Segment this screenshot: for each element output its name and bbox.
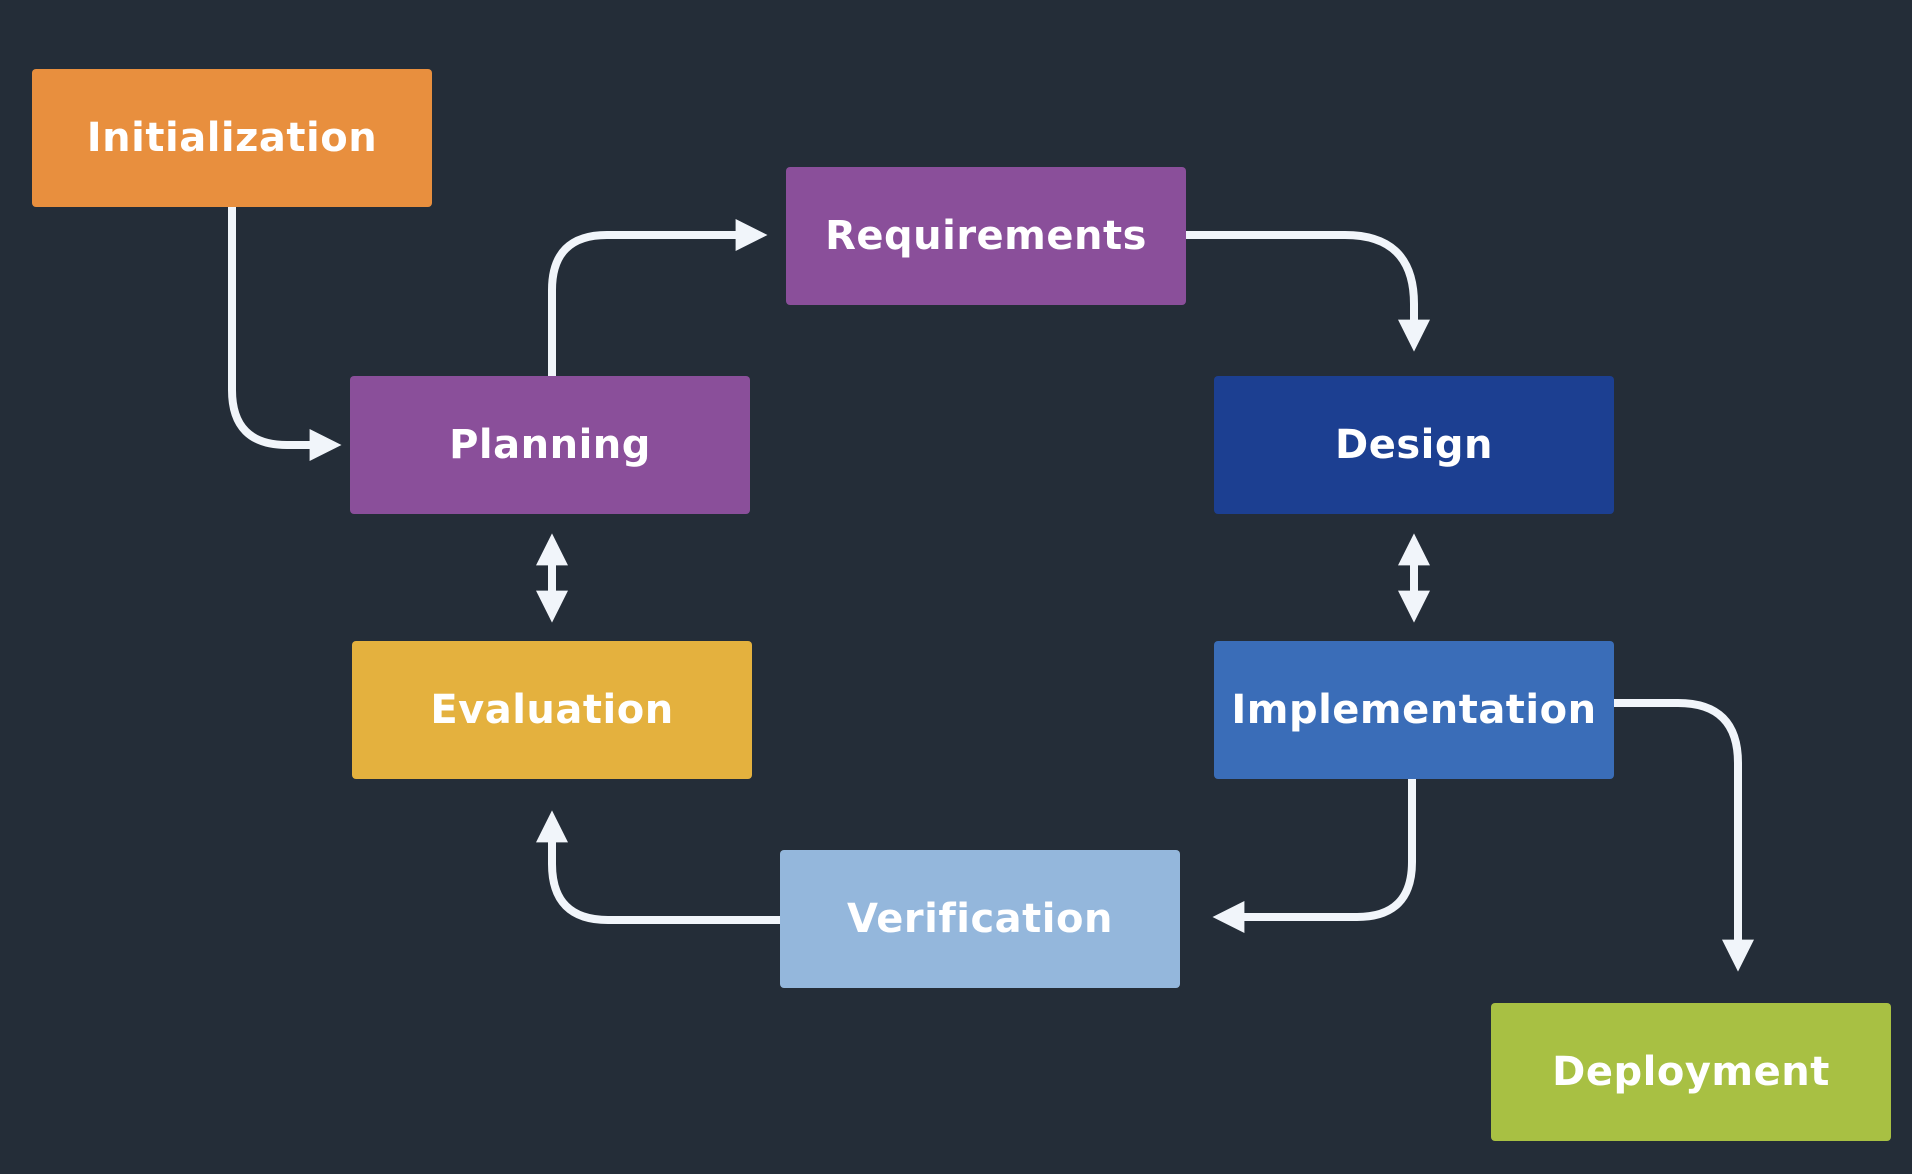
- edge-requirements-design: [1186, 231, 1430, 352]
- node-requirements[interactable]: Requirements: [786, 167, 1186, 305]
- node-evaluation[interactable]: Evaluation: [352, 641, 752, 779]
- node-planning[interactable]: Planning: [350, 376, 750, 514]
- edge-implementation-deployment: [1614, 699, 1754, 972]
- node-verification[interactable]: Verification: [780, 850, 1180, 988]
- node-design[interactable]: Design: [1214, 376, 1614, 514]
- node-implementation[interactable]: Implementation: [1214, 641, 1614, 779]
- node-deployment[interactable]: Deployment: [1491, 1003, 1891, 1141]
- edge-verification-evaluation: [536, 810, 780, 924]
- edge-planning-requirements: [548, 219, 768, 376]
- edge-initialization-planning: [228, 207, 342, 461]
- edge-implementation-verification: [1212, 779, 1416, 933]
- node-initialization[interactable]: Initialization: [32, 69, 432, 207]
